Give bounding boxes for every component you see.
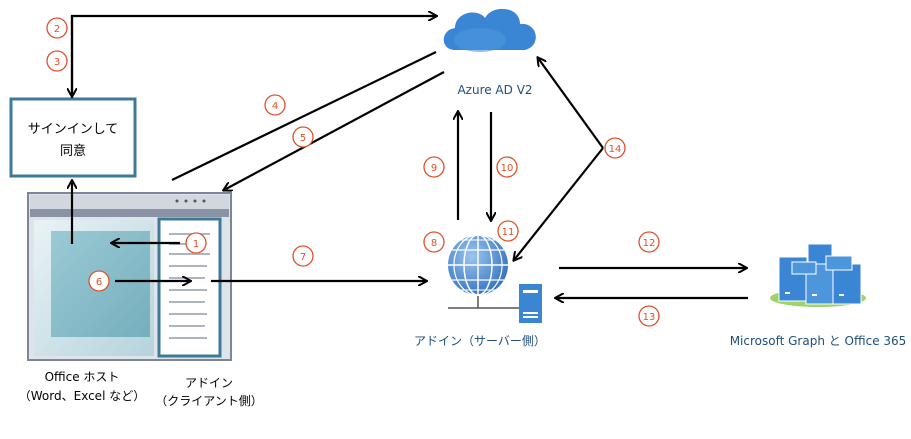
step-1: 1 [185,232,207,254]
step-3: 3 [46,50,68,72]
step-14: 14 [604,137,626,159]
graph-label: Microsoft Graph と Office 365 [730,334,907,348]
office-host-label-line2: （Word、Excel など） [19,389,145,403]
arrow-14-a [538,58,604,149]
step-6: 6 [88,270,110,292]
addin-client-label-line2: （クライアント側） [155,394,263,408]
step-2-label: 2 [54,24,60,35]
step-12-label: 12 [643,238,656,249]
globe-icon [448,234,508,296]
step-14-label: 14 [609,144,622,155]
flow-arrows [72,16,748,298]
step-5: 5 [292,126,314,148]
step-11: 11 [497,220,519,242]
arrow-2 [70,16,436,98]
step-7-label: 7 [300,252,306,263]
step-5-label: 5 [300,133,306,144]
step-8-label: 8 [431,238,437,249]
office-host-label-line1: Office ホスト [45,370,120,384]
step-13: 13 [638,305,660,327]
step-3-label: 3 [54,57,60,68]
step-6-label: 6 [96,277,102,288]
azure-label: Azure AD V2 [457,83,532,97]
azure-cloud-icon [443,8,536,52]
step-4: 4 [264,94,286,116]
step-10-label: 10 [501,163,514,174]
step-11-label: 11 [502,227,515,238]
addin-client-label-line1: アドイン [185,376,233,390]
arrow-5 [224,71,445,190]
step-markers: 2 3 4 5 1 6 7 8 9 10 11 12 13 14 [46,17,660,327]
step-13-label: 13 [643,312,656,323]
step-4-label: 4 [272,101,278,112]
step-12: 12 [638,231,660,253]
step-8: 8 [423,231,445,253]
step-9: 9 [423,156,445,178]
step-1-label: 1 [193,239,199,250]
step-2: 2 [46,17,68,39]
addin-server-label: アドイン（サーバー側） [414,334,546,348]
step-7: 7 [292,245,314,267]
step-9-label: 9 [431,163,437,174]
arrow-4 [171,51,437,181]
signin-label-line1: サインインして [28,122,119,137]
server-icon [519,284,542,323]
signin-label-line2: 同意 [60,143,86,159]
step-10: 10 [496,156,518,178]
signin-box [9,97,137,178]
graph-servers-icon [770,243,866,307]
arrow-14-b [514,147,604,260]
